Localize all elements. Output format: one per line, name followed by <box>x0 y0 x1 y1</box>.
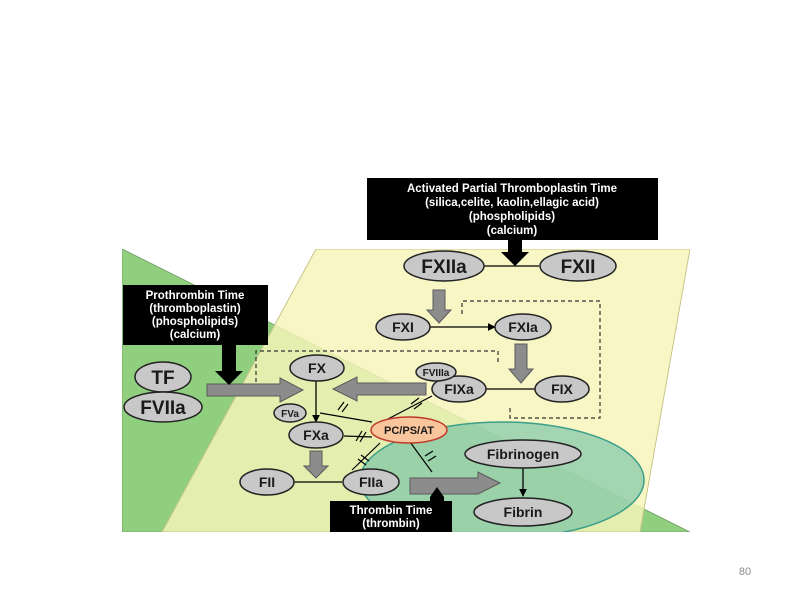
aptt-arrow <box>501 237 529 266</box>
aptt-label-box: Activated Partial Thromboplastin Time (s… <box>367 178 658 240</box>
fxia-to-fixa-arrow <box>507 343 535 384</box>
node-fibrin-label: Fibrin <box>504 504 543 520</box>
node-fibrin: Fibrin <box>473 497 573 527</box>
node-fviia-label: FVIIa <box>140 398 186 419</box>
node-fxii-label: FXII <box>561 257 596 278</box>
node-fibrinogen: Fibrinogen <box>464 439 582 469</box>
aptt-line-2: (silica,celite, kaolin,ellagic acid) <box>425 197 599 209</box>
pt-line-3: (phospholipids) <box>152 316 238 328</box>
node-pc-ps-at: PC/PS/AT <box>370 416 448 444</box>
node-fviiia: FVIIIa <box>415 362 457 382</box>
pt-line-1: Prothrombin Time <box>146 290 245 302</box>
node-tf: TF <box>134 361 192 393</box>
aptt-line-1: Activated Partial Thromboplastin Time <box>407 183 617 195</box>
node-fix-label: FIX <box>551 381 573 397</box>
node-fx: FX <box>289 354 345 382</box>
node-fxi: FXI <box>375 313 431 341</box>
node-fii-label: FII <box>259 474 275 490</box>
pt-arrow <box>215 345 243 385</box>
tt-line-1: Thrombin Time <box>350 505 433 517</box>
fiia-to-fibrinogen-arrow <box>409 471 502 495</box>
slide-number: 80 <box>738 566 752 578</box>
pt-line-2: (thromboplastin) <box>149 303 241 315</box>
node-fiia: FIIa <box>342 468 400 496</box>
aptt-line-3: (phospholipids) <box>469 211 555 223</box>
node-fxa-label: FXa <box>303 427 329 443</box>
node-fva: FVa <box>273 403 307 423</box>
node-pc-ps-at-label: PC/PS/AT <box>384 425 434 437</box>
fxiia-to-fxi-arrow <box>425 289 453 324</box>
connector-lines <box>294 265 539 497</box>
node-fxiia-label: FXIIa <box>421 257 467 278</box>
assay-arrows <box>215 237 529 502</box>
tt-line-2: (thrombin) <box>362 518 420 530</box>
node-fxi-label: FXI <box>392 319 414 335</box>
feedback-lines <box>255 300 601 419</box>
node-fii: FII <box>239 468 295 496</box>
factor-nodes: FXIIa FXII FXI FXIa FIX FIXa FVIIIa FX <box>123 250 617 527</box>
node-fiia-label: FIIa <box>359 474 383 490</box>
node-fviia: FVIIa <box>123 391 203 423</box>
node-fixa-label: FIXa <box>444 381 474 397</box>
tt-arrow <box>430 487 444 502</box>
node-fxa: FXa <box>288 421 344 449</box>
tf-to-fx-arrow <box>206 377 305 403</box>
node-fva-label: FVa <box>281 409 299 420</box>
node-fxia: FXIa <box>494 313 552 341</box>
node-tf-label: TF <box>151 368 174 389</box>
node-fxiia: FXIIa <box>403 250 485 282</box>
node-fviiia-label: FVIIIa <box>423 368 450 379</box>
pt-label-box: Prothrombin Time (thromboplastin) (phosp… <box>123 285 268 345</box>
node-fx-label: FX <box>308 360 327 376</box>
fxa-to-fiia-arrow <box>302 450 330 479</box>
activation-arrows <box>206 289 535 495</box>
inhibition-lines <box>319 395 437 473</box>
node-fxii: FXII <box>539 250 617 282</box>
pt-line-4: (calcium) <box>170 329 221 341</box>
tt-label-box: Thrombin Time (thrombin) <box>330 501 452 532</box>
node-fixa: FIXa <box>431 375 487 403</box>
node-fibrinogen-label: Fibrinogen <box>487 446 559 462</box>
node-fix: FIX <box>534 375 590 403</box>
fixa-to-fx-arrow <box>331 376 427 402</box>
aptt-line-4: (calcium) <box>487 225 538 237</box>
node-fxia-label: FXIa <box>508 319 538 335</box>
